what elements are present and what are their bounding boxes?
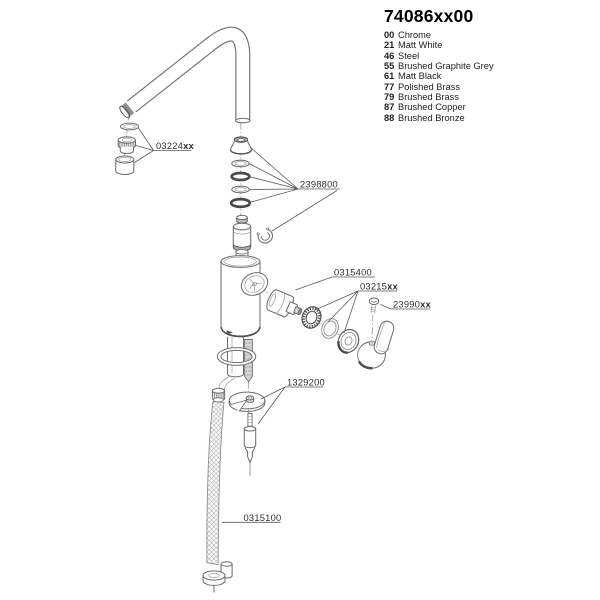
finish-name: Brushed Bronze bbox=[398, 112, 465, 123]
part-label-mounting-set: 1329200 bbox=[257, 377, 325, 425]
part-label-spout-seals: 2398800 bbox=[248, 146, 340, 232]
finish-name: Matt White bbox=[398, 40, 443, 51]
shank-connector bbox=[232, 214, 252, 255]
part-number: 0315100 bbox=[244, 512, 282, 523]
faucet-body bbox=[220, 251, 269, 338]
part-number: 03215xx bbox=[360, 281, 398, 292]
aerator-sleeve bbox=[115, 155, 135, 176]
finish-code: 00 bbox=[384, 30, 395, 40]
part-label-handle-cap: 03215xx bbox=[313, 281, 398, 334]
cap-o-ring bbox=[321, 318, 339, 339]
part-number: 03224xx bbox=[156, 140, 194, 151]
washer-1 bbox=[231, 159, 250, 168]
mounting-stud bbox=[243, 413, 257, 476]
o-ring-2 bbox=[229, 197, 252, 209]
part-number: 23990xx bbox=[393, 299, 431, 310]
supply-hose bbox=[202, 376, 235, 593]
mounting-hardware bbox=[228, 391, 266, 476]
handle-screw bbox=[368, 297, 380, 314]
finish-code: 61 bbox=[384, 71, 395, 82]
hose-end-fitting bbox=[202, 561, 233, 593]
finish-code: 87 bbox=[384, 102, 395, 113]
aerator-assembly bbox=[115, 122, 140, 176]
washer-2 bbox=[231, 185, 250, 194]
part-label-supply-hose: 0315100 bbox=[222, 512, 281, 523]
crescent-washer bbox=[228, 391, 266, 413]
base-seal-o-ring bbox=[216, 347, 257, 366]
part-label-aerator: 03224xx bbox=[134, 127, 194, 163]
finish-code: 77 bbox=[384, 81, 395, 92]
finish-name: Polished Brass bbox=[398, 81, 461, 92]
finish-name: Brushed Brass bbox=[398, 92, 459, 103]
finish-code: 79 bbox=[384, 92, 395, 103]
part-number: 0315400 bbox=[334, 267, 372, 278]
handle-dome-cap bbox=[337, 328, 360, 354]
spout-seal-stack bbox=[229, 136, 274, 255]
lever-handle bbox=[357, 320, 395, 370]
finish-code: 46 bbox=[384, 50, 395, 61]
cartridge-port bbox=[240, 272, 269, 296]
aerator-insert bbox=[117, 136, 136, 155]
part-label-handle-screw: 23990xx bbox=[380, 299, 431, 310]
o-ring-1 bbox=[230, 171, 251, 182]
finish-name: Steel bbox=[398, 50, 420, 61]
finish-name: Brushed Copper bbox=[398, 102, 466, 113]
spout-nut bbox=[229, 136, 253, 155]
finish-code: 55 bbox=[384, 61, 395, 72]
part-number: 1329200 bbox=[287, 377, 325, 388]
part-number: 2398800 bbox=[300, 179, 338, 190]
spout-tube bbox=[119, 26, 251, 124]
cartridge bbox=[266, 289, 303, 318]
aerator-washer bbox=[119, 122, 140, 131]
knurled-cap-ring bbox=[301, 306, 322, 329]
retaining-clip bbox=[256, 227, 274, 244]
mounting-shank bbox=[226, 336, 253, 383]
finish-code: 21 bbox=[384, 40, 395, 51]
part-label-cartridge: 0315400 bbox=[295, 267, 375, 291]
product-code-title: 74086xx00 bbox=[384, 6, 474, 26]
flow-arrow-mark bbox=[226, 330, 233, 335]
finish-name: Matt Black bbox=[398, 71, 442, 82]
finish-code: 88 bbox=[384, 112, 395, 123]
finish-name: Chrome bbox=[398, 30, 432, 40]
finish-name: Brushed Graphite Grey bbox=[398, 61, 494, 72]
